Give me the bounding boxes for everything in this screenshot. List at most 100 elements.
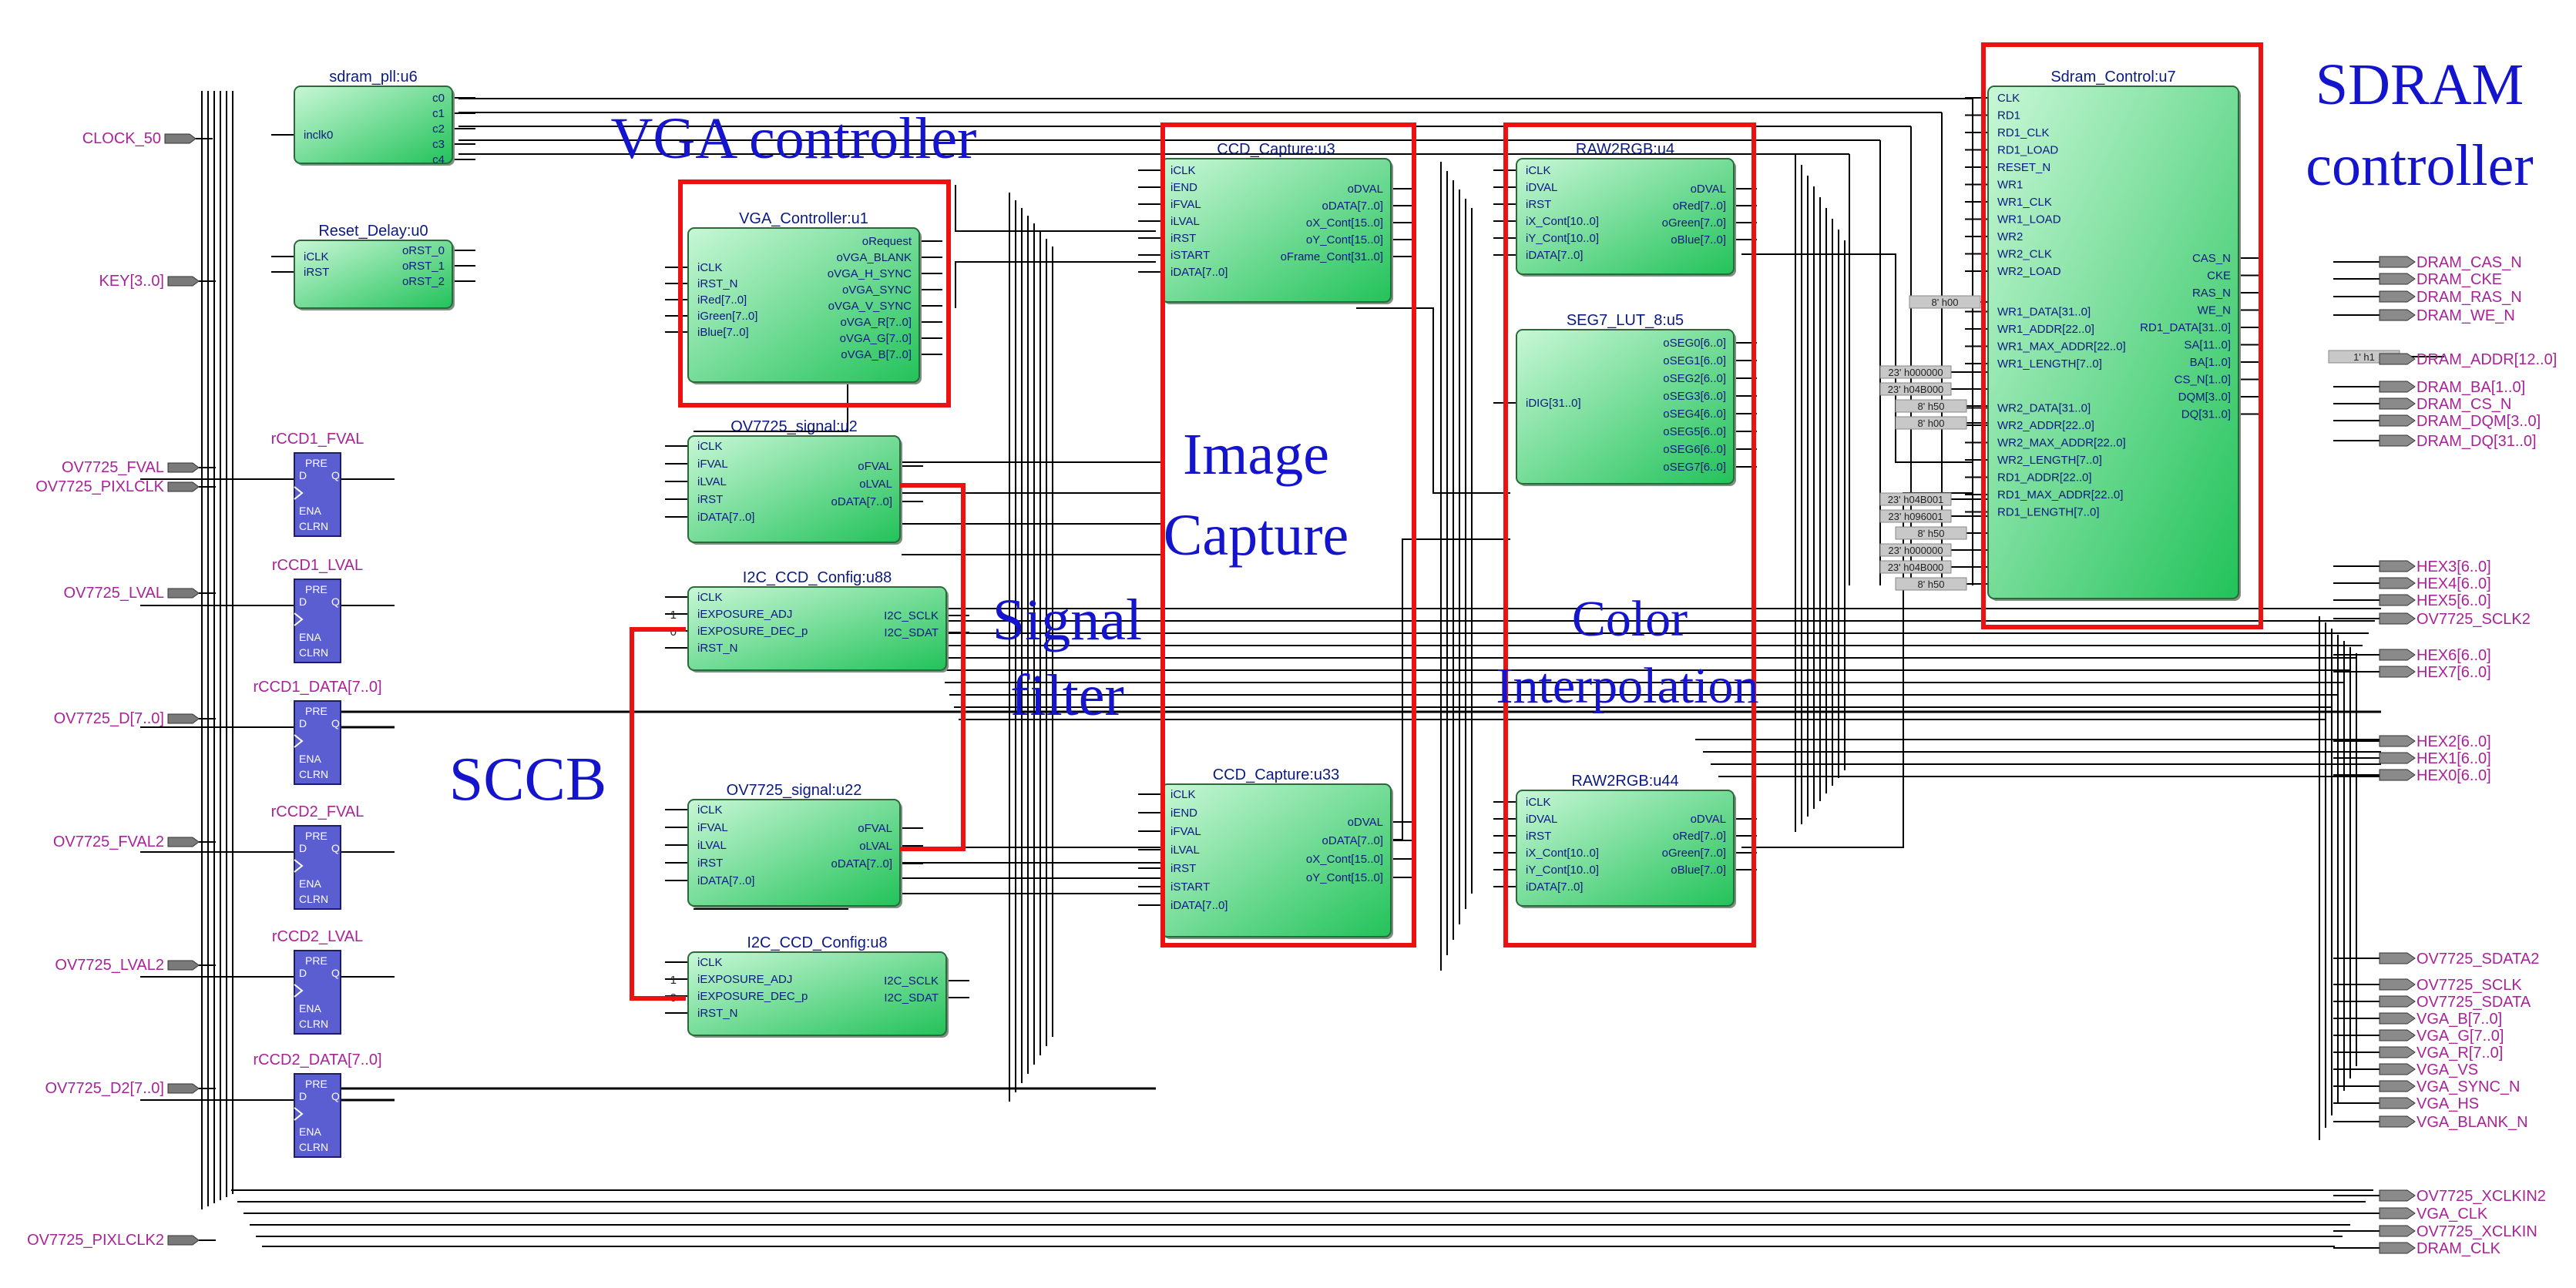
sdram-control-u7-output-sa-11-0: SA[11..0] <box>2184 339 2231 352</box>
constant-box <box>1879 560 1952 574</box>
constant-value: 23' h000000 <box>1888 545 1943 556</box>
color-interpolation-highlight <box>1503 122 1756 948</box>
output-pin-label: VGA_B[7..0] <box>2416 1011 2502 1028</box>
register-box <box>294 452 341 537</box>
register-pin-label: D <box>299 717 307 730</box>
i2c-ccd-config-u8-title: I2C_CCD_Config:u8 <box>747 934 887 951</box>
vga-controller-u1-output-ovga-b-7-0: oVGA_B[7..0] <box>841 348 912 361</box>
ov7725-signal-u22-input-idata-7-0: iDATA[7..0] <box>697 874 754 887</box>
annotation-color: Color <box>1572 591 1688 647</box>
input-pin-label: OV7725_LVAL <box>64 585 164 602</box>
ccd-capture-u33-title: CCD_Capture:u33 <box>1213 766 1340 783</box>
i2c-ccd-config-u88-input-irst-n: iRST_N <box>697 642 738 655</box>
register-pin-label: D <box>299 967 307 979</box>
sdram-pll-u6-title: sdram_pll:u6 <box>329 69 418 86</box>
vga-controller-u1-block <box>687 227 920 383</box>
output-pin-label: HEX1[6..0] <box>2416 750 2491 767</box>
output-pin-icon <box>2379 560 2416 572</box>
wire <box>955 261 1156 308</box>
sdram-control-u7-output-we-n: WE_N <box>2198 304 2231 317</box>
ccd-capture-u33-input-idata-7-0: iDATA[7..0] <box>1170 899 1228 912</box>
wire <box>630 627 686 1001</box>
output-pin-label: OV7725_SDATA2 <box>2416 951 2539 968</box>
input-pin-icon <box>167 276 200 287</box>
output-pin-icon <box>2379 1207 2416 1219</box>
annotation-image: Image <box>1183 422 1329 487</box>
input-pin-icon <box>167 588 200 599</box>
sdram-pll-u6-output-c0: c0 <box>432 92 445 105</box>
i2c-ccd-config-u8-input-irst-n: iRST_N <box>697 1007 738 1020</box>
output-pin-label: VGA_VS <box>2416 1062 2478 1078</box>
register-title: rCCD2_LVAL <box>272 928 363 945</box>
sdram-control-u7-input-wr1-clk: WR1_CLK <box>1997 196 2052 209</box>
reset-delay-u0-output-orst-0: oRST_0 <box>402 244 445 257</box>
ccd-capture-u33-input-iclk: iCLK <box>1170 788 1196 801</box>
register-title: rCCD1_LVAL <box>272 557 363 574</box>
register-box <box>294 579 341 663</box>
i2c-ccd-config-u8-block <box>687 951 947 1036</box>
output-pin-icon <box>2379 666 2416 678</box>
ccd-capture-u33-output-odval: oDVAL <box>1348 816 1383 829</box>
sdram-control-u7-output-ba-1-0: BA[1..0] <box>2190 356 2231 369</box>
register-pin-label: Q <box>331 469 340 481</box>
register-pin-label: ENA <box>299 1125 321 1138</box>
ov7725-signal-u2-input-iclk: iCLK <box>697 440 723 453</box>
vga-controller-u1-output-ovga-g-7-0: oVGA_G[7..0] <box>840 332 912 345</box>
register-pin-label: PRE <box>305 954 327 967</box>
image-capture-highlight <box>1160 122 1416 948</box>
reset-delay-u0-block <box>294 240 453 309</box>
output-pin-label: VGA_G[7..0] <box>2416 1028 2504 1045</box>
constant-value: 8' h50 <box>1917 528 1944 539</box>
sdram-control-u7-output-cs-n-1-0: CS_N[1..0] <box>2175 374 2231 387</box>
output-pin-label: HEX3[6..0] <box>2416 558 2491 575</box>
sdram-control-u7-input-wr2-load: WR2_LOAD <box>1997 265 2061 278</box>
i2c-ccd-config-u88-input-iclk: iCLK <box>697 591 723 604</box>
output-pin-icon <box>2379 1029 2416 1041</box>
wire <box>955 185 1156 232</box>
output-pin-icon <box>2379 1242 2416 1254</box>
sdram-pll-u6-block <box>294 86 453 164</box>
register-pin-label: D <box>299 595 307 608</box>
ccd-capture-u33-input-iend: iEND <box>1170 807 1197 820</box>
ccd-capture-u3-input-irst: iRST <box>1170 232 1196 245</box>
register-pin-label: CLRN <box>299 646 328 659</box>
raw2rgb-u44-input-idata-7-0: iDATA[7..0] <box>1526 880 1583 894</box>
raw2rgb-u44-output-oblue-7-0: oBlue[7..0] <box>1671 864 1726 877</box>
vga-controller-u1-output-ovga-h-sync: oVGA_H_SYNC <box>828 267 912 280</box>
seg7-lut-8-u5-title: SEG7_LUT_8:u5 <box>1567 312 1684 329</box>
register-box <box>294 700 341 785</box>
seg7-lut-8-u5-output-oseg6-6-0: oSEG6[6..0] <box>1663 443 1726 456</box>
constant-value: 23' h000000 <box>1888 367 1943 378</box>
seg7-lut-8-u5-output-oseg5-6-0: oSEG5[6..0] <box>1663 425 1726 438</box>
sdram-control-u7-input-wr1: WR1 <box>1997 179 2023 192</box>
reset-delay-u0-output-orst-1: oRST_1 <box>402 260 445 273</box>
output-pin-icon <box>2379 735 2416 747</box>
input-pin-icon <box>167 1083 200 1094</box>
highlight-layer <box>630 42 2263 1001</box>
ov7725-signal-u2-input-ifval: iFVAL <box>697 458 728 471</box>
ccd-capture-u3-input-istart: iSTART <box>1170 249 1210 262</box>
register-pin-label: PRE <box>305 457 327 469</box>
input-pin-label: OV7725_FVAL <box>62 459 164 476</box>
output-pin-label: DRAM_ADDR[12..0] <box>2416 351 2557 368</box>
annotation-layer: VGA controllerSDRAMcontrollerImageCaptur… <box>449 52 2534 813</box>
output-pin-icon <box>2379 381 2416 393</box>
sdram-control-u7-input-wr2-max-addr-22-0: WR2_MAX_ADDR[22..0] <box>1997 437 2126 450</box>
output-pin-label: DRAM_CAS_N <box>2416 254 2522 271</box>
ccd-capture-u3-input-ifval: iFVAL <box>1170 198 1201 211</box>
ov7725-signal-u2-output-ofval: oFVAL <box>858 460 892 473</box>
register-pin-label: CLRN <box>299 1018 328 1030</box>
seg7-lut-8-u5-output-oseg7-6-0: oSEG7[6..0] <box>1663 461 1726 474</box>
ccd-capture-u33-output-odata-7-0: oDATA[7..0] <box>1322 834 1383 847</box>
output-pin-label: OV7725_XCLKIN <box>2416 1223 2537 1240</box>
sdram-control-u7-output-ras-n: RAS_N <box>2192 287 2231 300</box>
output-pin-icon <box>2379 995 2416 1008</box>
i2c-ccd-config-u8-output-i2c-sdat: I2C_SDAT <box>884 991 939 1005</box>
sdram-control-u7-output-dqm-3-0: DQM[3..0] <box>2178 391 2231 404</box>
sdram-control-u7-input-rd1-load: RD1_LOAD <box>1997 144 2058 157</box>
vga-controller-u1-input-irst-n: iRST_N <box>697 277 738 290</box>
input-pin-icon <box>167 481 200 492</box>
seg7-lut-8-u5-output-oseg0-6-0: oSEG0[6..0] <box>1663 337 1726 350</box>
register-pin-label: PRE <box>305 1078 327 1090</box>
register-pin-label: CLRN <box>299 520 328 532</box>
